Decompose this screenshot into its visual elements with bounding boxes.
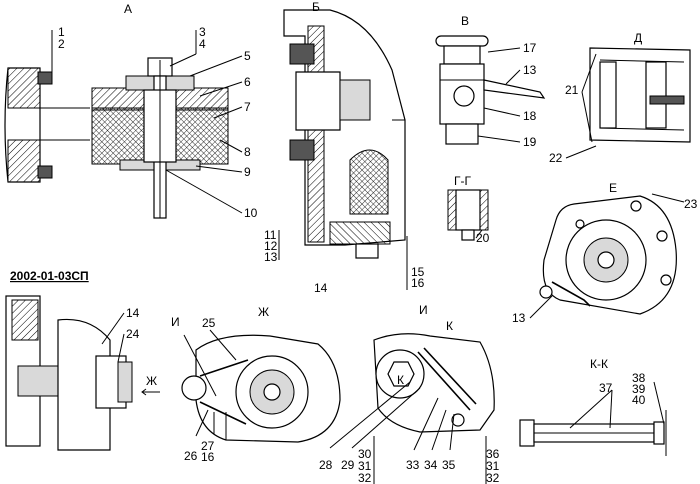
view-d-panel <box>589 47 691 143</box>
view-b-housing <box>283 9 406 259</box>
section-label: Ж <box>146 374 157 388</box>
section-label: И <box>171 315 180 329</box>
callout-number: 10 <box>244 206 258 220</box>
callout-number: 13 <box>264 250 278 264</box>
callout-number: 24 <box>126 327 140 341</box>
section-label: Д <box>634 31 642 45</box>
leader-lines <box>51 30 685 484</box>
callout-number: 12 <box>264 239 278 253</box>
callout-number: 14 <box>314 281 328 295</box>
callout-number: 31 <box>358 459 372 473</box>
callout-number: 18 <box>523 109 537 123</box>
section-label: В <box>461 14 469 28</box>
callout-number: 37 <box>599 381 613 395</box>
section-label: К <box>446 319 453 333</box>
callout-number: 14 <box>126 306 140 320</box>
view-zh-unit <box>5 295 133 451</box>
section-label: Е <box>609 181 617 195</box>
callout-number: 26 <box>184 449 198 463</box>
callout-number: 31 <box>486 459 500 473</box>
view-arrow-icon <box>141 388 160 396</box>
callout-number: 32 <box>358 471 372 484</box>
view-i-drive <box>373 333 495 433</box>
callout-number: 28 <box>319 458 333 472</box>
section-label: К-К <box>590 357 608 371</box>
view-zh-gear <box>181 334 341 443</box>
callout-number: 16 <box>201 450 215 464</box>
callout-number: 19 <box>523 135 537 149</box>
callout-number: 32 <box>486 471 500 484</box>
callout-number: 30 <box>358 447 372 461</box>
view-a-mount <box>4 57 229 219</box>
callout-number: 23 <box>684 197 698 211</box>
callout-number: 7 <box>244 100 251 114</box>
callout-number: 38 <box>632 371 646 385</box>
callout-number: 27 <box>201 439 215 453</box>
section-label: Б <box>312 0 320 14</box>
view-k-k-shaft <box>519 410 667 456</box>
section-label: Г-Г <box>454 174 471 188</box>
callout-number: 4 <box>199 37 206 51</box>
callout-number: 3 <box>199 25 206 39</box>
callout-number: 22 <box>549 151 563 165</box>
view-g-g-section <box>447 189 489 241</box>
callout-number: 25 <box>202 316 216 330</box>
callout-number: 29 <box>341 458 355 472</box>
callout-number: 6 <box>244 75 251 89</box>
callout-number: 39 <box>632 382 646 396</box>
callout-number: 1 <box>58 25 65 39</box>
view-e-flange <box>539 195 677 315</box>
section-label: К <box>397 373 404 387</box>
callout-number: 17 <box>523 41 537 55</box>
callout-number: 13 <box>523 63 537 77</box>
callout-number: 20 <box>476 231 490 245</box>
section-label: А <box>124 2 132 16</box>
section-label: Ж <box>258 305 269 319</box>
view-v-valve <box>435 35 546 145</box>
callout-number: 33 <box>406 458 420 472</box>
callout-number: 34 <box>424 458 438 472</box>
callout-number: 2 <box>58 37 65 51</box>
callout-number: 15 <box>411 265 425 279</box>
callout-numbers: 1 2 3 4 5 6 7 8 9 10 11 12 13 14 15 16 1… <box>58 25 698 484</box>
callout-number: 9 <box>244 165 251 179</box>
callout-number: 35 <box>442 458 456 472</box>
callout-number: 11 <box>264 228 277 242</box>
callout-number: 5 <box>244 49 251 63</box>
callout-number: 13 <box>512 311 526 325</box>
callout-number: 40 <box>632 393 646 407</box>
callout-number: 21 <box>565 83 579 97</box>
drawing-code: 2002-01-03СП <box>10 269 89 283</box>
callout-number: 16 <box>411 276 425 290</box>
section-label: И <box>419 303 428 317</box>
callout-number: 36 <box>486 447 500 461</box>
callout-number: 8 <box>244 145 251 159</box>
